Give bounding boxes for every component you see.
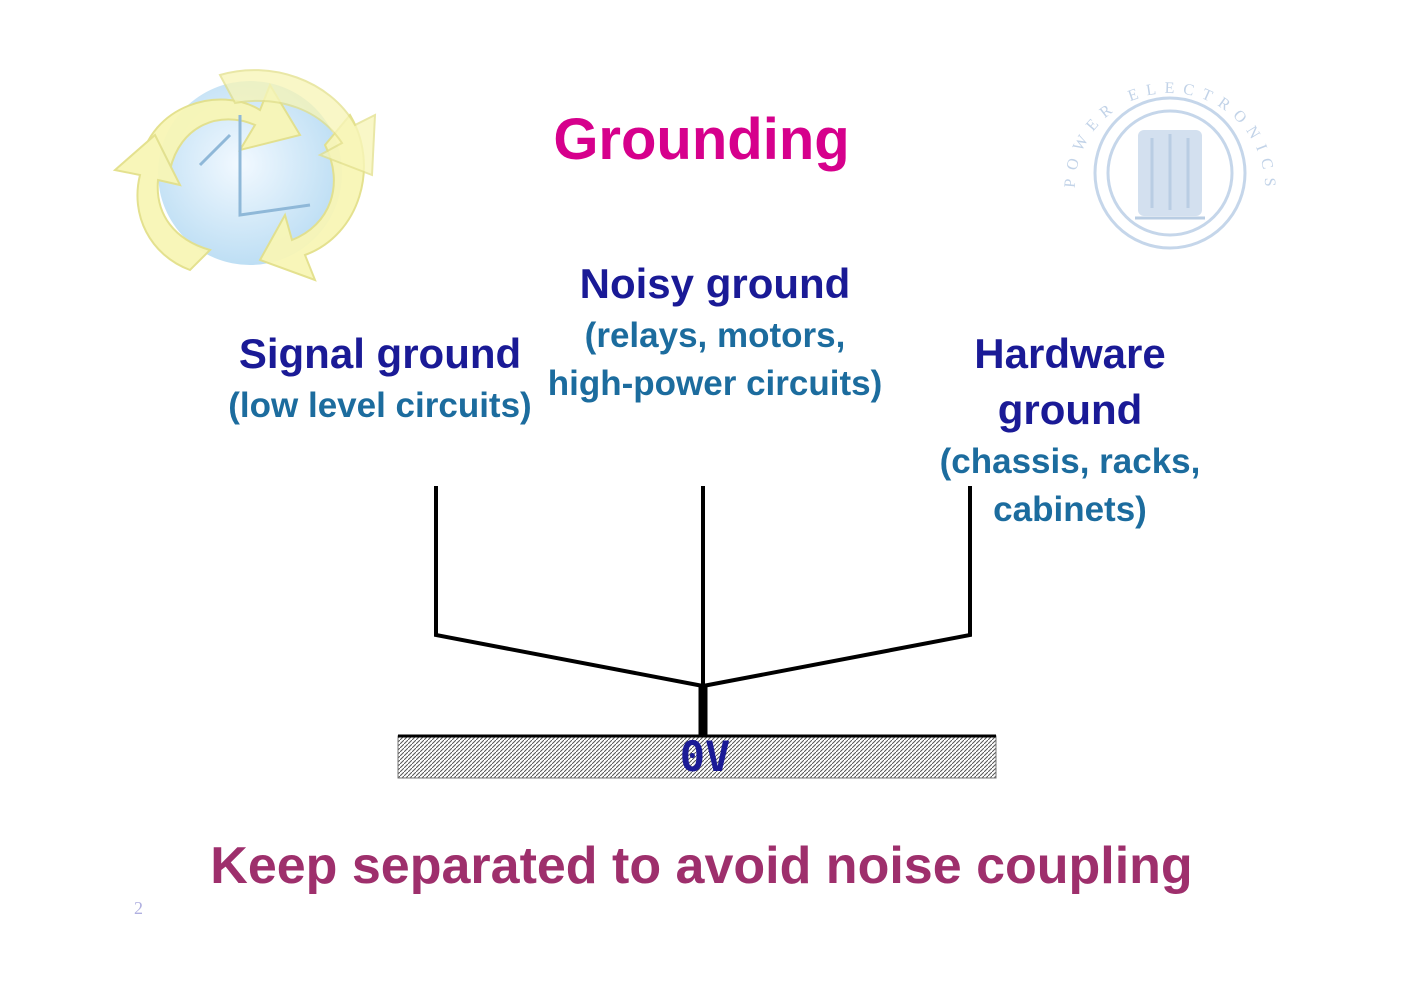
ground-plane xyxy=(397,735,997,779)
noisy-ground-label: Noisy ground (relays, motors, high-power… xyxy=(540,256,890,408)
hardware-ground-title: Hardware ground xyxy=(974,330,1166,433)
signal-ground-title: Signal ground xyxy=(238,330,522,377)
zero-volt-label: 0V xyxy=(679,732,731,781)
hardware-ground-label: Hardware ground (chassis, racks, cabinet… xyxy=(930,326,1210,534)
signal-ground-detail: (low level circuits) xyxy=(228,386,532,425)
hardware-ground-wire xyxy=(702,486,972,688)
hardware-ground-detail: (chassis, racks, cabinets) xyxy=(939,442,1201,529)
recycle-arrows-logo xyxy=(112,69,377,282)
signal-ground-label: Signal ground (low level circuits) xyxy=(220,326,540,430)
page-number: 2 xyxy=(134,898,143,918)
noisy-ground-title: Noisy ground xyxy=(579,260,851,307)
signal-ground-wire xyxy=(434,486,704,688)
university-seal: POWER ELECTRONICS LABORATORY xyxy=(1040,48,1270,250)
noisy-ground-detail: (relays, motors, high-power circuits) xyxy=(547,316,883,403)
bottom-note: Keep separated to avoid noise coupling xyxy=(210,837,1193,895)
slide-title: Grounding xyxy=(553,107,850,172)
